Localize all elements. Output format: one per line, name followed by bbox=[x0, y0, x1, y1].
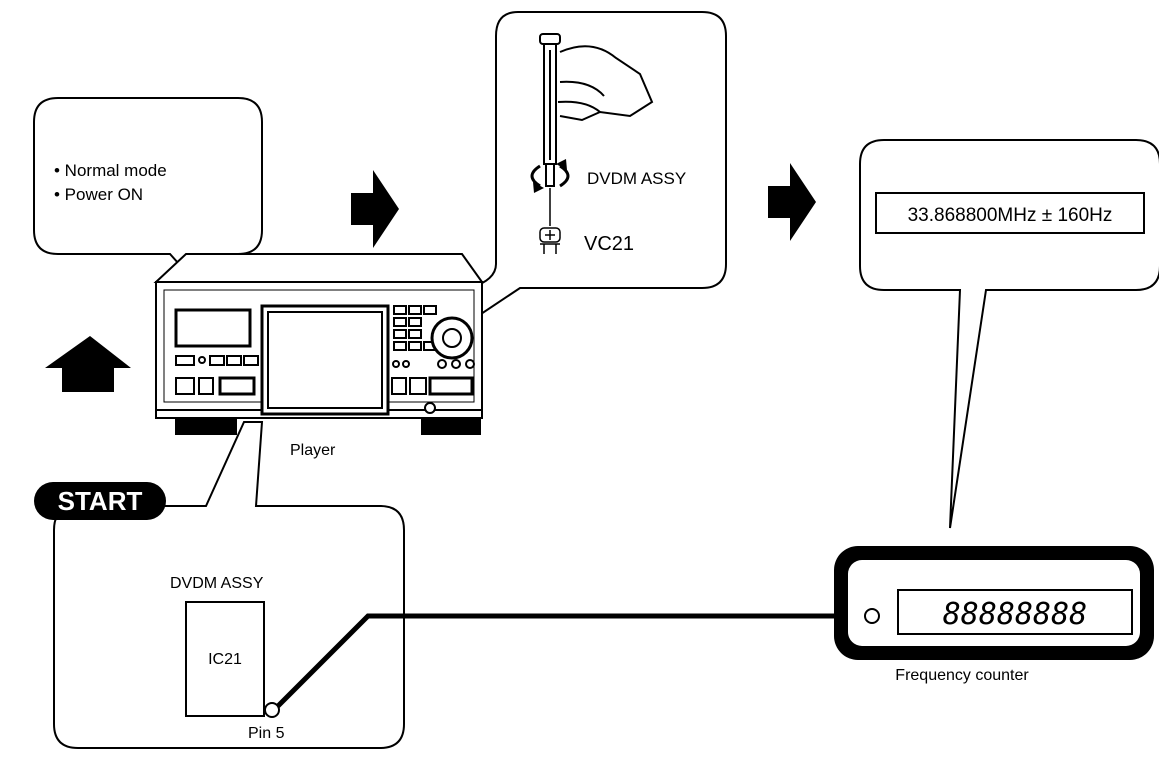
rotate-icon bbox=[530, 164, 570, 188]
start-badge: START bbox=[34, 482, 166, 520]
ic21-chip bbox=[185, 601, 265, 717]
pin-label: Pin 5 bbox=[248, 725, 285, 742]
board-assembly-label: DVDM ASSY bbox=[170, 575, 264, 592]
player bbox=[153, 253, 484, 435]
frequency-counter: 88888888 bbox=[834, 546, 1154, 660]
counter-digits: 88888888 bbox=[943, 597, 1088, 632]
ic-label: IC21 bbox=[208, 651, 242, 668]
counter-input-jack bbox=[864, 608, 880, 624]
callout-readout bbox=[859, 139, 1159, 529]
mode-item-normal: • Normal mode bbox=[54, 161, 167, 180]
trimmer-capacitor-icon bbox=[539, 227, 561, 254]
adjust-part-label: VC21 bbox=[584, 233, 634, 255]
counter-display bbox=[897, 589, 1133, 635]
test-cable bbox=[270, 613, 864, 714]
screwdriver-icon bbox=[539, 33, 654, 187]
arrow-right-icon bbox=[351, 170, 399, 248]
frequency-readout: 33.868800MHz ± 160Hz bbox=[908, 205, 1113, 226]
callout-adjust bbox=[429, 11, 727, 349]
arrow-right-icon bbox=[768, 163, 816, 241]
readout-box bbox=[875, 192, 1145, 234]
start-label: START bbox=[58, 486, 143, 516]
arrow-up-icon bbox=[45, 336, 131, 392]
mode-item-power: • Power ON bbox=[54, 185, 143, 204]
player-label: Player bbox=[290, 442, 336, 459]
adjust-assembly-label: DVDM ASSY bbox=[587, 169, 686, 188]
counter-label: Frequency counter bbox=[895, 667, 1029, 684]
pin5-contact bbox=[264, 702, 280, 718]
rotate-arrowheads bbox=[533, 159, 567, 193]
